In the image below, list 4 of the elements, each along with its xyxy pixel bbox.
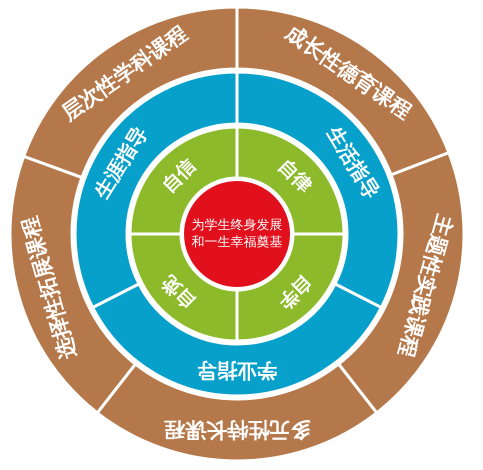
segment-label: 主题性实践课程 [394,212,458,361]
segment-label: 学业指导 [197,358,277,384]
segment-label: 多元性特长课程 [164,417,310,444]
segment-label: 选择性拓展课程 [16,214,82,363]
